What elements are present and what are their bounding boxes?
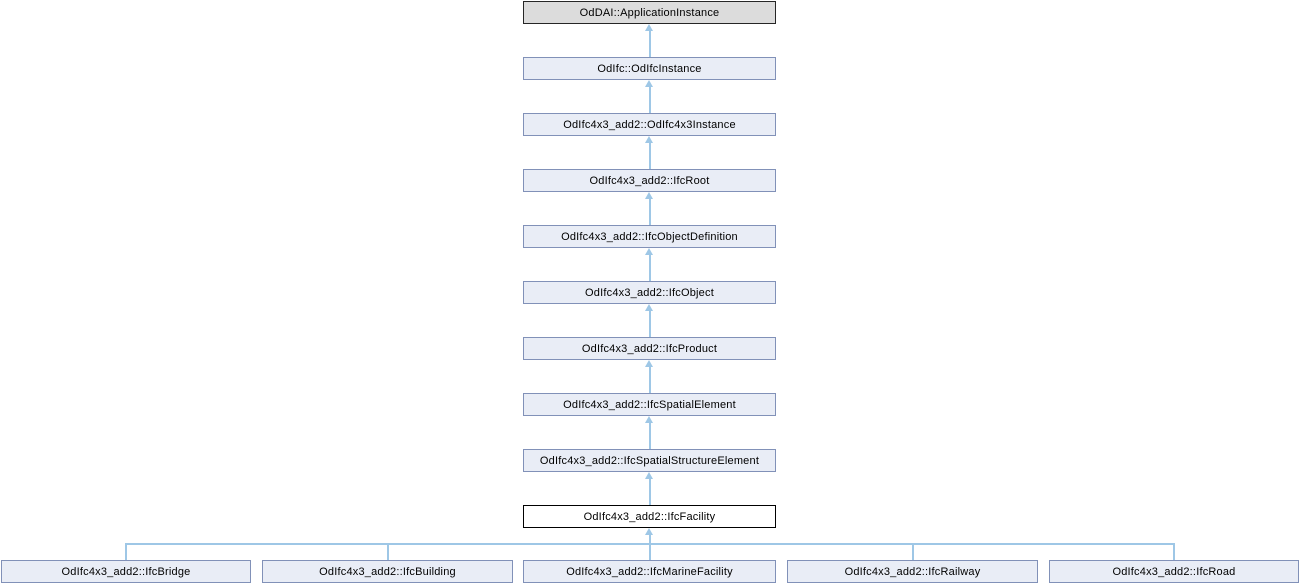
inheritance-edge [649, 366, 651, 393]
inheritance-edge [649, 142, 651, 169]
class-node-ifcobject[interactable]: OdIfc4x3_add2::IfcObject [523, 281, 776, 304]
class-node-ifcspatialelement[interactable]: OdIfc4x3_add2::IfcSpatialElement [523, 393, 776, 416]
inheritance-edge-stub [1173, 543, 1175, 560]
class-node-ifcmarinefacility[interactable]: OdIfc4x3_add2::IfcMarineFacility [523, 560, 776, 583]
inheritance-edge-stub [125, 543, 127, 560]
class-node-ifcroad[interactable]: OdIfc4x3_add2::IfcRoad [1049, 560, 1299, 583]
inheritance-arrowhead [645, 24, 653, 31]
inheritance-arrowhead [645, 136, 653, 143]
inheritance-edge [649, 478, 651, 505]
inheritance-arrowhead [645, 416, 653, 423]
inheritance-edge [649, 422, 651, 449]
inheritance-edge [649, 254, 651, 281]
inheritance-arrowhead [645, 248, 653, 255]
inheritance-edge-stub [649, 543, 651, 560]
class-node-ifcspatialstructureelement[interactable]: OdIfc4x3_add2::IfcSpatialStructureElemen… [523, 449, 776, 472]
class-node-ifcobjectdefinition[interactable]: OdIfc4x3_add2::IfcObjectDefinition [523, 225, 776, 248]
class-node-ifcrailway[interactable]: OdIfc4x3_add2::IfcRailway [787, 560, 1038, 583]
inheritance-edge [649, 310, 651, 337]
inheritance-arrowhead [645, 472, 653, 479]
inheritance-arrowhead [645, 192, 653, 199]
class-node-odifc4x3instance[interactable]: OdIfc4x3_add2::OdIfc4x3Instance [523, 113, 776, 136]
class-node-ifcfacility-current: OdIfc4x3_add2::IfcFacility [523, 505, 776, 528]
inheritance-arrowhead [645, 304, 653, 311]
class-node-ifcbuilding[interactable]: OdIfc4x3_add2::IfcBuilding [262, 560, 513, 583]
inheritance-arrowhead [645, 528, 653, 535]
inheritance-edge-stub [387, 543, 389, 560]
class-node-ifcproduct[interactable]: OdIfc4x3_add2::IfcProduct [523, 337, 776, 360]
inheritance-arrowhead [645, 80, 653, 87]
inheritance-arrowhead [645, 360, 653, 367]
class-node-ifcroot[interactable]: OdIfc4x3_add2::IfcRoot [523, 169, 776, 192]
class-node-ifcbridge[interactable]: OdIfc4x3_add2::IfcBridge [1, 560, 251, 583]
class-node-applicationinstance: OdDAI::ApplicationInstance [523, 1, 776, 24]
class-node-odifcinstance[interactable]: OdIfc::OdIfcInstance [523, 57, 776, 80]
inheritance-edge [649, 86, 651, 113]
inheritance-edge [649, 534, 651, 544]
inheritance-edge-stub [912, 543, 914, 560]
inheritance-edge [649, 30, 651, 57]
inheritance-edge [649, 198, 651, 225]
